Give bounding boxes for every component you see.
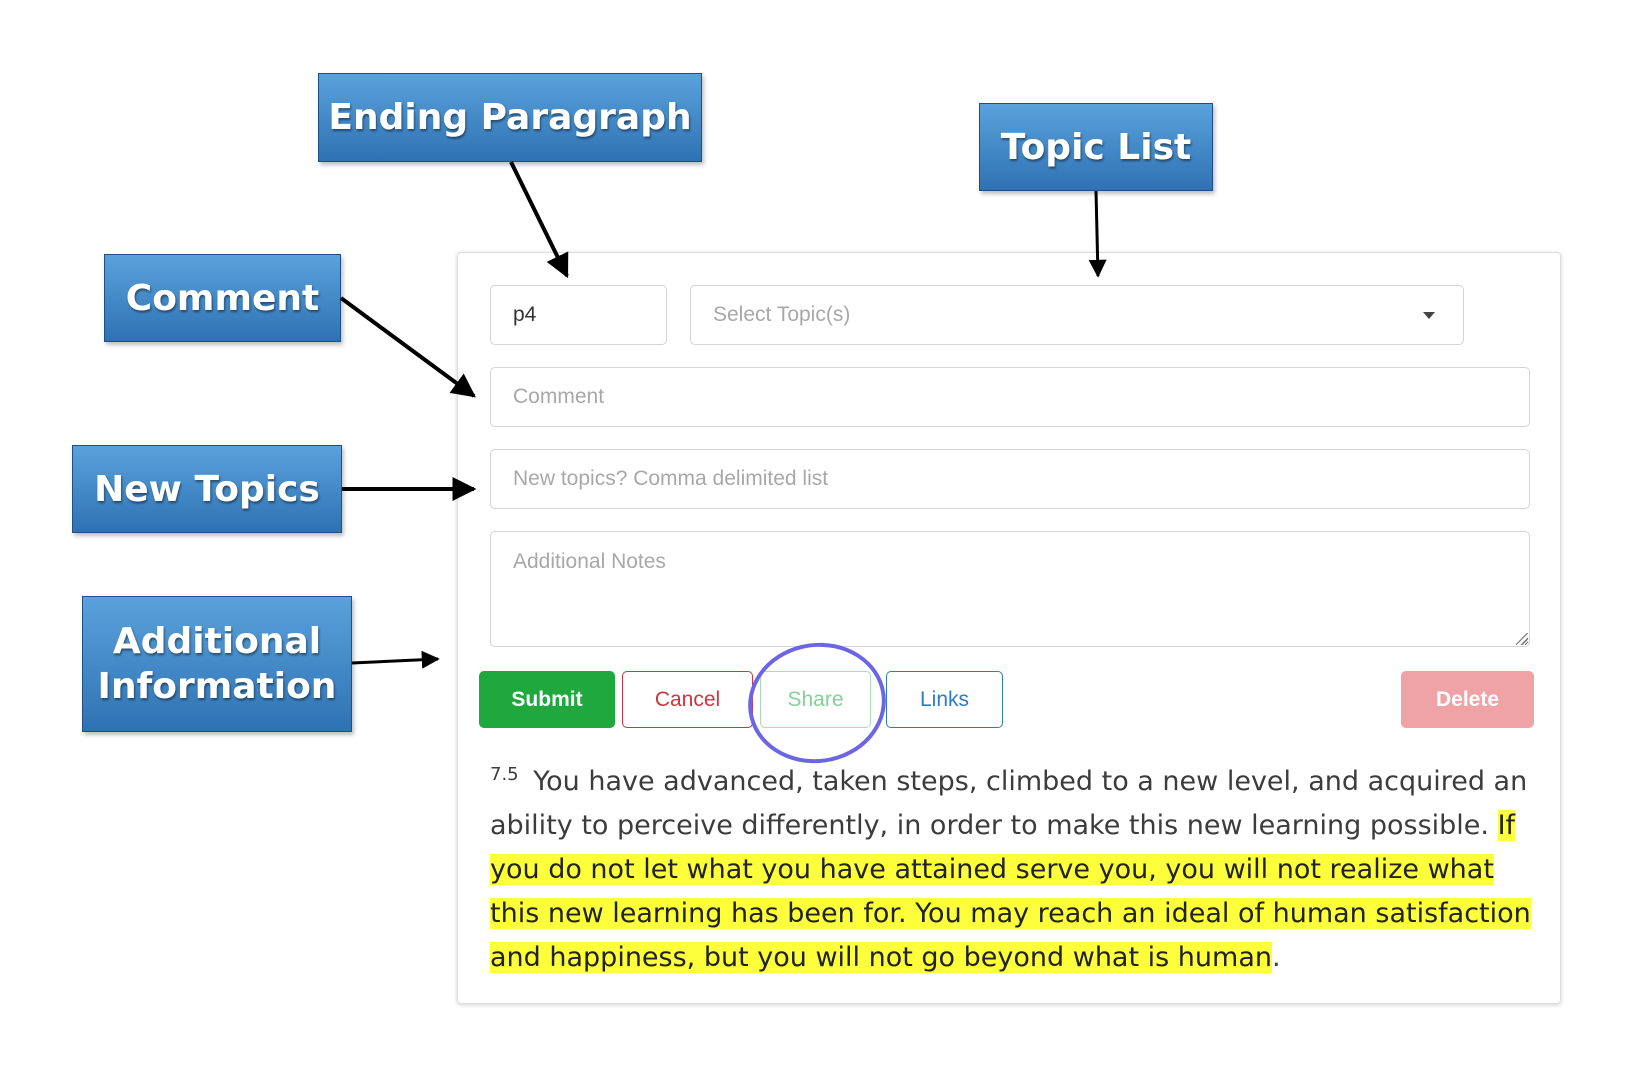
callout-new-topics-label: New Topics — [94, 468, 320, 510]
resize-handle-icon[interactable] — [1516, 633, 1528, 645]
callout-new-topics: New Topics — [72, 445, 342, 533]
callout-comment: Comment — [104, 254, 341, 342]
callout-additional-line1: Additional — [112, 621, 322, 662]
delete-button[interactable]: Delete — [1401, 671, 1534, 728]
topic-select[interactable]: Select Topic(s) — [690, 285, 1464, 345]
paragraph-trailing-text: . — [1272, 942, 1281, 973]
arrow-comment — [339, 296, 476, 398]
callout-topic-list-label: Topic List — [1000, 126, 1192, 168]
share-button[interactable]: Share — [760, 671, 871, 728]
callout-comment-label: Comment — [125, 277, 320, 319]
links-button[interactable]: Links — [886, 671, 1003, 728]
callout-additional-line2: Information — [97, 666, 337, 707]
callout-ending-paragraph: Ending Paragraph — [318, 73, 702, 162]
submit-button[interactable]: Submit — [479, 671, 615, 728]
annotation-form-panel: Select Topic(s) Submit Cancel Share Link… — [457, 252, 1561, 1004]
topic-select-placeholder: Select Topic(s) — [713, 303, 851, 326]
arrow-additional-information — [351, 650, 440, 669]
ending-paragraph-input[interactable] — [490, 285, 667, 345]
cancel-button[interactable]: Cancel — [622, 671, 753, 728]
callout-ending-paragraph-label: Ending Paragraph — [328, 97, 692, 138]
comment-input[interactable] — [490, 367, 1530, 427]
callout-additional-information: Additional Information — [82, 596, 352, 732]
chevron-down-icon — [1423, 311, 1435, 319]
additional-notes-textarea[interactable] — [490, 531, 1530, 647]
paragraph-number: 7.5 — [490, 764, 519, 785]
new-topics-input[interactable] — [490, 449, 1530, 509]
paragraph-plain-text: You have advanced, taken steps, climbed … — [490, 766, 1528, 841]
source-paragraph: 7.5 You have advanced, taken steps, clim… — [490, 753, 1535, 980]
callout-topic-list: Topic List — [979, 103, 1213, 191]
